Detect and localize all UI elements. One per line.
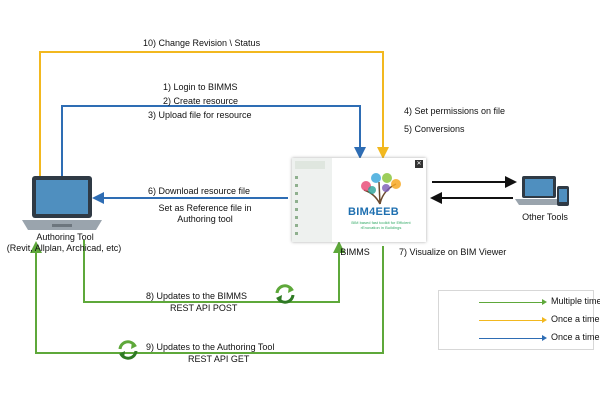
- label-updates-bimms: 8) Updates to the BIMMS: [146, 291, 248, 301]
- legend-label: Once a time: [551, 314, 600, 324]
- laptop-small-icon: [515, 176, 563, 205]
- label-login: 1) Login to BIMMS: [163, 82, 238, 92]
- bimms-sidebar-header: [295, 161, 325, 169]
- label-rest-post: REST API POST: [170, 303, 238, 313]
- legend-line-blue: [479, 338, 545, 339]
- sidebar-item: [295, 182, 329, 188]
- sidebar-item: [295, 230, 329, 236]
- legend-tip-yellow: [542, 317, 547, 323]
- arrow-change-revision: [39, 51, 389, 176]
- legend-label: Multiple times: [551, 296, 600, 306]
- label-set-reference-2: Authoring tool: [177, 214, 233, 224]
- legend-tip-green: [542, 299, 547, 305]
- refresh-icon-get: [118, 340, 138, 360]
- legend-label: Once a time: [551, 332, 600, 342]
- legend-item: Multiple times: [439, 295, 600, 309]
- label-change-revision: 10) Change Revision \ Status: [143, 38, 261, 48]
- label-rest-get: REST API GET: [188, 354, 250, 364]
- node-bimms: BIMMS: [340, 247, 370, 257]
- legend-tip-blue: [542, 335, 547, 341]
- legend-item: Once a time: [439, 313, 600, 327]
- laptop-icon: [22, 176, 102, 230]
- legend: Multiple times Once a time Once a time: [438, 290, 600, 350]
- bimms-tagline: BIM based fast toolkit for Efficient rEn…: [351, 220, 411, 230]
- close-icon: ✕: [415, 160, 423, 168]
- arrow-updates-bimms: [83, 240, 345, 303]
- label-create-resource: 2) Create resource: [163, 96, 239, 106]
- legend-item: Once a time: [439, 331, 600, 345]
- legend-line-yellow: [479, 320, 545, 321]
- sidebar-item: [295, 222, 329, 228]
- label-upload-file: 3) Upload file for resource: [148, 110, 252, 120]
- label-download: 6) Download resource file: [148, 186, 251, 196]
- label-visualize: 7) Visualize on BIM Viewer: [399, 247, 507, 257]
- sidebar-item: [295, 198, 329, 204]
- sidebar-item: [295, 174, 329, 180]
- label-conversions: 5) Conversions: [404, 124, 465, 134]
- node-authoring-tool: Authoring Tool: [36, 232, 94, 242]
- bimms-screenshot: ✕ BIM4EEB BIM based fast toolkit for Eff…: [292, 158, 426, 242]
- refresh-icon-post: [275, 284, 295, 304]
- arrow-updates-authoring: [30, 241, 384, 354]
- label-updates-authoring: 9) Updates to the Authoring Tool: [146, 342, 275, 352]
- bim4eeb-logo-icon: [361, 173, 401, 205]
- sidebar-item: [295, 214, 329, 220]
- node-authoring-tool-sub: (Revit, Allplan, Archicad, etc): [6, 243, 122, 253]
- arrow-upload: [61, 105, 366, 176]
- sidebar-item: [295, 190, 329, 196]
- sidebar-item: [295, 206, 329, 212]
- bimms-brand: BIM4EEB: [348, 206, 399, 218]
- phone-icon: [557, 186, 569, 206]
- label-set-permissions: 4) Set permissions on file: [404, 106, 506, 116]
- label-set-reference-1: Set as Reference file in: [158, 203, 252, 213]
- node-other-tools: Other Tools: [522, 212, 568, 222]
- legend-line-green: [479, 302, 545, 303]
- bimms-sidebar: [292, 158, 332, 242]
